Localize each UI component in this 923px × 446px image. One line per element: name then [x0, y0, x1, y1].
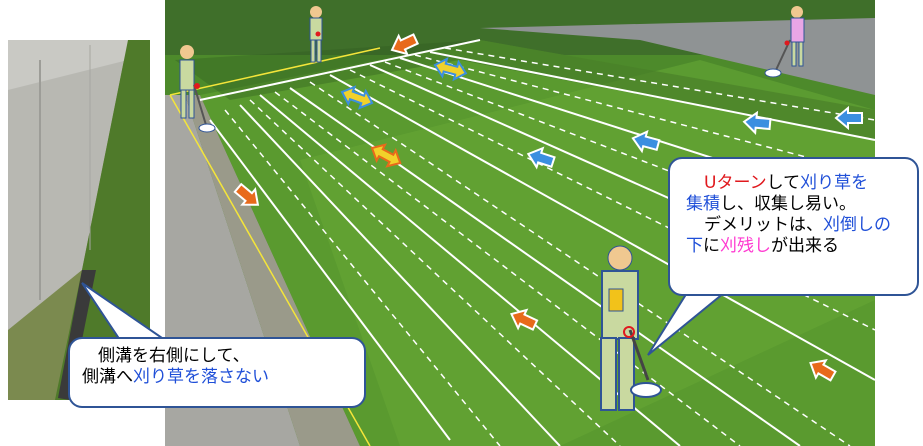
- callout-line-2: 集積し、収集し易い。: [686, 194, 856, 214]
- cut-down-text: 刈倒しの: [823, 215, 891, 235]
- ditch-callout: 側溝を右側にして、 側溝へ刈り草を落さない: [68, 337, 366, 408]
- accumulate-text: 集積: [686, 194, 720, 214]
- arrow-blue-icon: [526, 105, 863, 170]
- uturn-text: Uターン: [704, 173, 767, 193]
- cut-grass-text: 刈り草を: [800, 173, 869, 193]
- no-drop-text: 刈り草を落さない: [133, 367, 269, 387]
- callout-line-2: 側溝へ刈り草を落さない: [82, 367, 269, 387]
- callout-line-1: 側溝を右側にして、: [98, 346, 250, 366]
- mower-worker-icon: [764, 6, 805, 78]
- mower-worker-icon: [309, 6, 323, 63]
- ditch-wall-photo: [8, 40, 150, 400]
- mower-worker-icon: [179, 45, 216, 133]
- arrow-yellow-icon: [340, 56, 468, 168]
- arrow-orange-icon: [233, 33, 837, 382]
- mower-worker-icon: [600, 245, 662, 411]
- uturn-callout: Uターンして刈り草を 集積し、収集し易い。 デメリットは、刈倒しの 下に刈残しが…: [668, 157, 919, 296]
- uncut-remain-text: 刈残し: [720, 236, 771, 256]
- callout-line-4: 下に刈残しが出来る: [686, 236, 839, 256]
- callout-line-1: Uターンして刈り草を: [704, 173, 869, 193]
- callout-line-3: デメリットは、刈倒しの: [704, 215, 891, 235]
